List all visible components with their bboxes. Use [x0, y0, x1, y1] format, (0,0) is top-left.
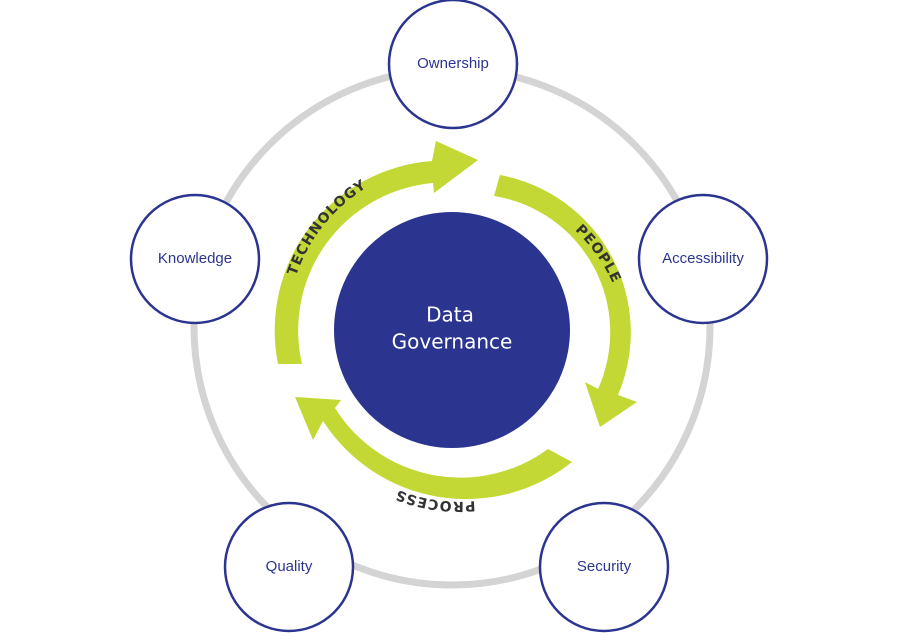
people-label: PEOPLE	[572, 222, 624, 286]
people-arrow	[494, 175, 637, 427]
node-knowledge-label: Knowledge	[158, 250, 232, 267]
cycle-arrows	[274, 141, 637, 500]
center-title-line2: Governance	[392, 330, 513, 354]
node-ownership-circle	[387, 0, 519, 130]
center-title-line1: Data	[426, 303, 474, 327]
technology-arrow	[274, 141, 478, 364]
node-security-label: Security	[577, 558, 632, 575]
node-quality: Quality	[223, 501, 355, 633]
node-quality-label: Quality	[266, 558, 313, 575]
node-security: Security	[538, 501, 670, 633]
node-accessibility-label: Accessibility	[662, 250, 744, 267]
node-accessibility: Accessibility	[637, 193, 769, 325]
node-knowledge: Knowledge	[129, 193, 261, 325]
node-knowledge-circle	[129, 193, 261, 325]
node-ownership: Ownership	[387, 0, 519, 130]
node-accessibility-circle	[637, 193, 769, 325]
process-arrow	[295, 397, 572, 500]
node-security-circle	[538, 501, 670, 633]
node-quality-circle	[223, 501, 355, 633]
node-ownership-label: Ownership	[417, 55, 489, 72]
center-circle	[334, 212, 570, 448]
